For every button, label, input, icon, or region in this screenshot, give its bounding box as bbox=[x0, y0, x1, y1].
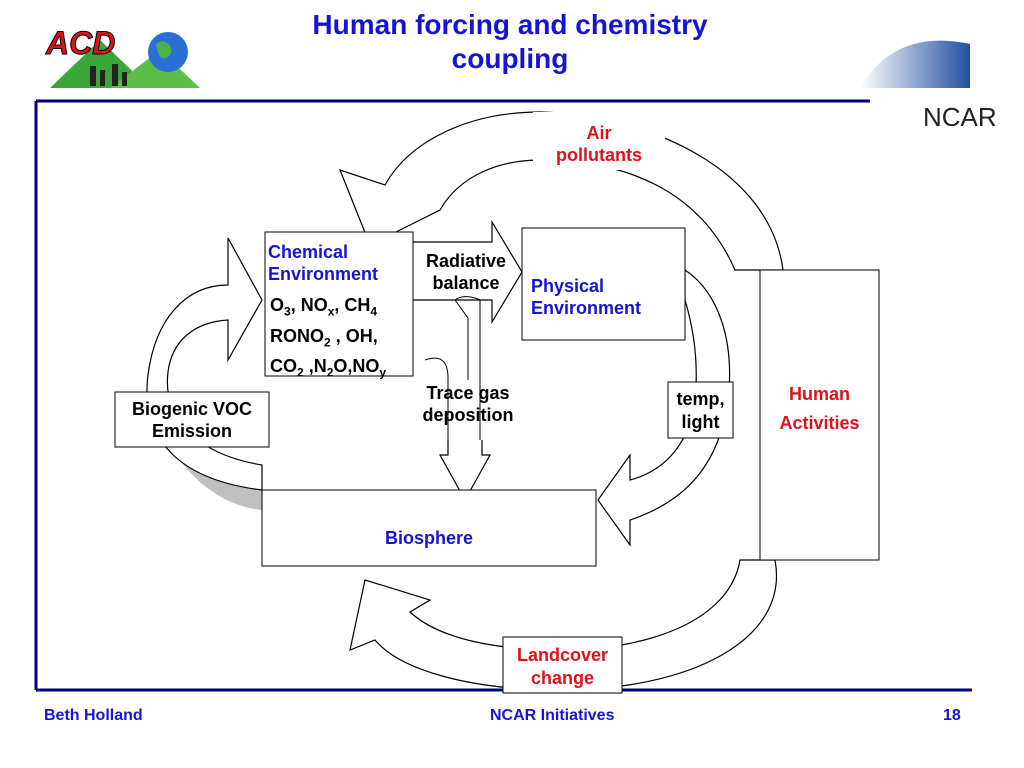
title-line-2: coupling bbox=[451, 43, 569, 74]
landcover-change-label: Landcover change bbox=[516, 645, 609, 688]
species-text: , NO bbox=[290, 295, 328, 315]
human-activities-label: Human Activities bbox=[779, 384, 860, 433]
logo-hill bbox=[110, 50, 200, 88]
species-text: CO bbox=[270, 356, 297, 377]
biosphere-box bbox=[261, 489, 597, 567]
air-pollutants-box bbox=[533, 112, 665, 170]
biosphere-label: Biosphere bbox=[384, 528, 474, 548]
temp-light-label: temp, light bbox=[676, 389, 725, 432]
biogenic-arc-arrow bbox=[146, 237, 263, 491]
radiative-balance-arrow bbox=[411, 219, 523, 325]
slide-title: Human forcing and chemistry coupling bbox=[250, 8, 770, 76]
landcover-arc-arrow bbox=[349, 559, 778, 691]
ncar-swoosh-icon bbox=[860, 40, 970, 88]
species-text: , OH, bbox=[330, 325, 378, 346]
species-subscript: 2 bbox=[326, 365, 334, 380]
chemical-environment-label: Chemical Environment bbox=[268, 242, 379, 284]
footer-author: Beth Holland bbox=[44, 707, 143, 724]
species-text: , CH bbox=[334, 295, 371, 315]
species-subscript: 2 bbox=[297, 365, 304, 380]
species-subscript: 3 bbox=[284, 304, 291, 319]
acd-logo-text: ACD bbox=[45, 25, 115, 61]
biogenic-voc-label: Biogenic VOC Emission bbox=[131, 399, 252, 441]
footer-page-number: 18 bbox=[943, 707, 961, 724]
species-subscript: y bbox=[379, 365, 387, 380]
human-activities-box bbox=[759, 269, 880, 561]
chemical-environment-box bbox=[264, 231, 414, 377]
title-line-1: Human forcing and chemistry bbox=[312, 9, 708, 40]
deposition-lines bbox=[424, 296, 481, 446]
footer-center: NCAR Initiatives bbox=[490, 707, 615, 724]
landcover-change-box bbox=[502, 636, 623, 694]
ncar-logo-text: NCAR bbox=[923, 102, 997, 126]
acd-logo: ACD bbox=[45, 25, 200, 88]
biogenic-voc-box bbox=[114, 391, 270, 448]
temp-light-arc-arrow bbox=[597, 268, 731, 547]
species-subscript: x bbox=[327, 304, 335, 319]
radiative-balance-label: Radiative balance bbox=[425, 251, 507, 293]
species-line-3: CO2 ,N2O,NOy bbox=[270, 354, 386, 385]
physical-environment-label: Physical Environment bbox=[531, 276, 642, 318]
species-text: ,N bbox=[303, 356, 327, 377]
species-line-1: O3, NOx, CH4 bbox=[270, 293, 386, 324]
species-line-2: RONO2 , OH, bbox=[270, 324, 386, 355]
trace-gas-deposition-label: Trace gas deposition bbox=[422, 383, 514, 425]
species-subscript: 4 bbox=[370, 304, 378, 319]
species-text: O,NO bbox=[333, 356, 380, 377]
species-text: RONO bbox=[270, 325, 324, 346]
air-pollutants-arc-arrow bbox=[338, 111, 784, 271]
ncar-logo: NCAR bbox=[860, 40, 997, 126]
temp-light-box bbox=[667, 381, 734, 439]
physical-environment-box bbox=[521, 227, 686, 341]
species-text: O bbox=[270, 295, 285, 315]
species-subscript: 2 bbox=[324, 335, 331, 350]
air-pollutants-label: Air pollutants bbox=[556, 123, 642, 165]
species-list: O3, NOx, CH4 RONO2 , OH, CO2 ,N2O,NOy bbox=[270, 293, 386, 385]
